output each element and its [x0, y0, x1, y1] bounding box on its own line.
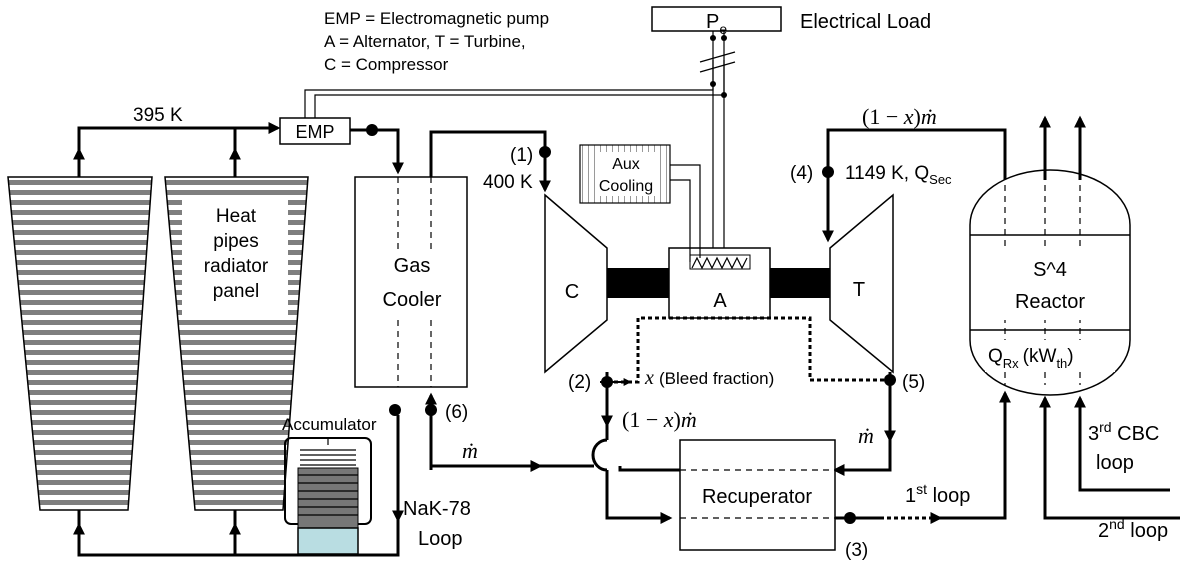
pipe-reactor-to-turbine [822, 128, 1007, 243]
pipe-crossover [591, 438, 608, 472]
flow-mdot-bottom: ṁ [462, 438, 478, 463]
turbine-label: T [853, 279, 865, 301]
accumulator-label: Accumulator [282, 415, 377, 434]
loop-third-line2: loop [1096, 452, 1134, 474]
state-3-dot [844, 512, 856, 524]
radiator-panel-left [7, 176, 153, 511]
alternator-label: A [713, 290, 727, 312]
legend-compressor: C = Compressor [324, 55, 449, 74]
shaft-left [607, 268, 669, 298]
shaft-right [770, 268, 830, 298]
loop-third: 3rd CBC [1088, 419, 1159, 445]
state-4-label: (4) [790, 163, 813, 184]
emp-label: EMP [295, 122, 334, 142]
loop-first: 1st loop [905, 481, 970, 507]
load-subscript: e [719, 21, 727, 37]
nak-label-1: NaK-78 [403, 498, 471, 520]
state-1-dot [539, 146, 551, 158]
aux-cooling-label-2: Cooling [599, 178, 653, 195]
state-1-label: (1) [510, 145, 533, 166]
bleed-path [607, 316, 885, 384]
alternator: A [668, 247, 771, 319]
compressor-shape [544, 193, 608, 374]
recuperator: Recuperator [679, 439, 836, 551]
state-5-dot [884, 374, 896, 386]
gas-cooler-label-2: Cooler [383, 289, 442, 311]
reactor-label-1: S^4 [1033, 259, 1067, 281]
aux-cooling-label-1: Aux [612, 156, 640, 173]
reactor-loops [1039, 115, 1180, 520]
recuperator-label: Recuperator [702, 486, 812, 508]
state-5-label: (5) [902, 372, 925, 393]
radiator-label-area [182, 196, 288, 318]
legend-alternator-turbine: A = Alternator, T = Turbine, [324, 32, 526, 51]
accumulator: Accumulator [282, 415, 377, 555]
flow-mdot-right: ṁ [858, 423, 874, 448]
electrical-load: Pe Electrical Load [651, 6, 931, 37]
radiator-label-3: radiator [204, 256, 269, 277]
state-6-label: (6) [445, 402, 468, 423]
gas-cooler-label-1: Gas [394, 255, 431, 277]
flow-top: (1 − x)ṁ [862, 104, 937, 129]
pipe-cooler-to-compressor [429, 130, 551, 193]
radiator-label-1: Heat [216, 206, 257, 227]
load-symbol: P [706, 11, 719, 33]
radiator: Heat pipes radiator panel 395 K [7, 105, 309, 511]
legend: EMP = Electromagnetic pump A = Alternato… [324, 9, 549, 74]
state-3-label: (3) [845, 540, 868, 561]
emp-box [279, 117, 351, 145]
radiator-label-4: panel [213, 281, 260, 302]
nak-loop-piping [73, 122, 404, 557]
compressor-label: C [565, 281, 579, 303]
radiator-label-2: pipes [213, 231, 258, 252]
state-4-dot [822, 166, 834, 178]
emp: EMP [279, 117, 351, 145]
turbine-shape [829, 193, 894, 374]
aux-cooling: Aux Cooling [579, 144, 701, 262]
state-1-temp: 400 K [483, 172, 533, 193]
loop-second: 2nd loop [1098, 516, 1168, 542]
pipe-compressor-to-recuperator [605, 372, 670, 518]
bleed-x: x [644, 367, 654, 389]
reactor-power-label: QRx(kWth) [988, 346, 1074, 371]
turbine: T [829, 193, 894, 374]
state-4-temp: 1149 K, QSec [845, 163, 952, 187]
load-label: Electrical Load [800, 11, 931, 33]
load-box [651, 6, 782, 32]
gas-cooler: Gas Cooler [354, 176, 468, 388]
electrical-wires [304, 31, 736, 250]
state-2-label: (2) [568, 372, 591, 393]
svg-text:Pe: Pe [706, 11, 727, 37]
radiator-temp: 395 K [133, 105, 183, 126]
legend-emp: EMP = Electromagnetic pump [324, 9, 549, 28]
state-2-dot [601, 376, 613, 388]
state-6-dot [425, 404, 437, 416]
pipe-recuperator-to-cooler [429, 464, 690, 472]
reactor-label-2: Reactor [1015, 291, 1085, 313]
flow-mid: (1 − x)ṁ [622, 407, 697, 432]
compressor: C [544, 193, 608, 374]
bleed-label: (Bleed fraction) [659, 369, 774, 388]
reactor: S^4 Reactor QRx(kWth) [969, 169, 1131, 396]
nak-label-2: Loop [418, 528, 463, 550]
